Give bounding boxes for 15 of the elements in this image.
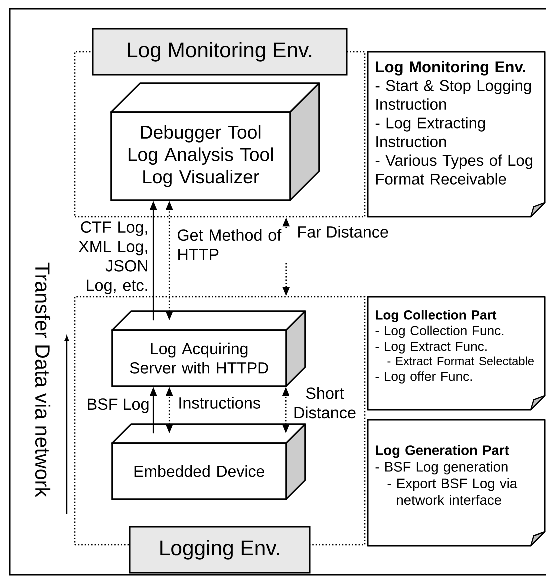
environment-label-box: Log Monitoring Env. — [92, 28, 348, 76]
note-card: Log Generation Part - BSF Log generation - Export BSF Log via network interface — [367, 419, 546, 547]
note-card: Log Monitoring Env. - Start & Stop Logging Instruction - Log Extracting Instruction - Various Types of Log Format Receivable — [367, 51, 546, 218]
cube-box: Debugger Tool Log Analysis Tool Log Visualizer — [110, 82, 320, 202]
cube-box: Log Acquiring Server with HTTPD — [112, 310, 306, 388]
edge-label: Short Distance — [289, 386, 361, 420]
side-label: Transfer Data via network — [35, 262, 51, 498]
edge-label: BSF Log — [86, 398, 151, 414]
edge-label: CTF Log, XML Log, JSON Log, etc. — [50, 220, 150, 296]
edge-label: Far Distance — [296, 225, 390, 239]
edge-label: Instructions — [177, 396, 262, 410]
edge-label: Get Method of HTTP — [176, 228, 288, 262]
note-card: Log Collection Part - Log Collection Func. - Log Extract Func. - Extract Format Selectable - Log offer Func. — [367, 296, 546, 411]
cube-box: Embedded Device — [112, 424, 306, 500]
environment-label-box: Logging Env. — [129, 526, 311, 574]
